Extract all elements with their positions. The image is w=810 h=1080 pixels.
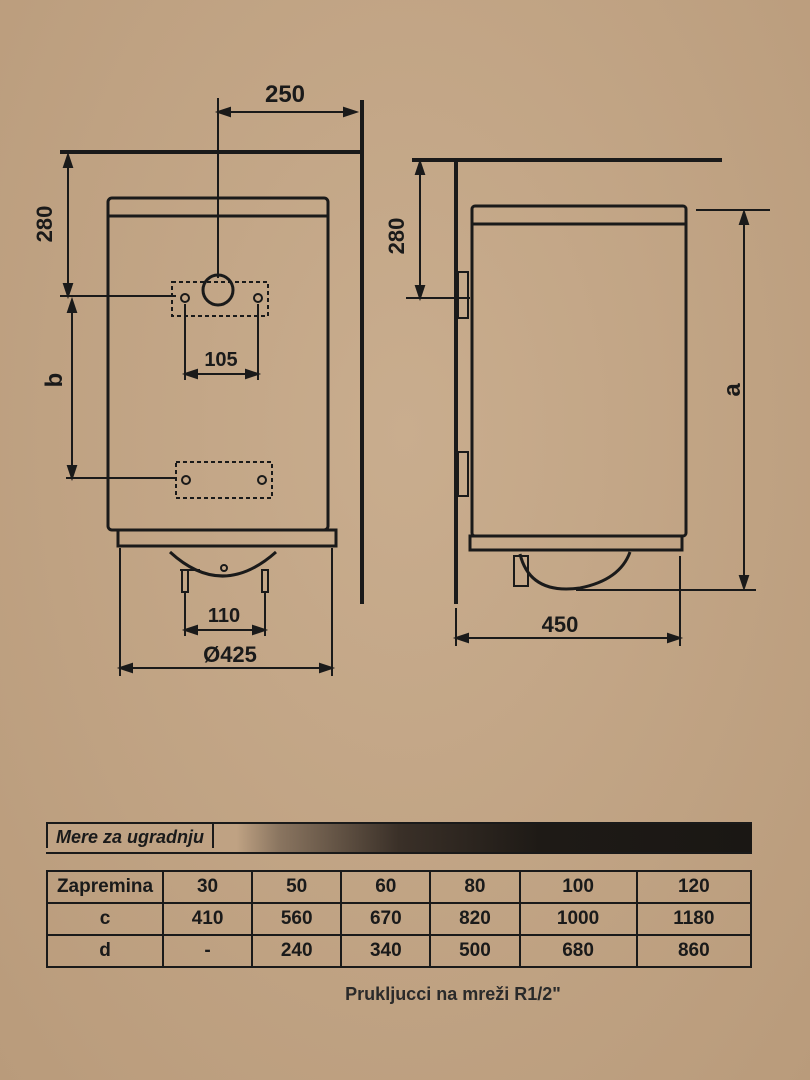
footnote-label: Prukljucci na mreži [345, 984, 510, 1004]
side-pipe [513, 555, 529, 587]
table-header-cell: 50 [251, 870, 343, 904]
table-row: d - 240 340 500 680 860 [46, 934, 753, 968]
table-cell: 240 [251, 934, 343, 968]
dim-b-label: b [41, 373, 68, 388]
table-header-cell: 60 [340, 870, 432, 904]
tank-side-body [470, 204, 688, 538]
table-cell: 680 [518, 934, 638, 968]
pipe-right [261, 569, 269, 593]
lower-hole-left [181, 475, 191, 485]
table-header-cell: 80 [429, 870, 521, 904]
table-cell: 340 [340, 934, 432, 968]
table-cell: 560 [251, 902, 343, 936]
table-cell: 670 [340, 902, 432, 936]
table-cell: 860 [635, 934, 753, 968]
table-cell: - [161, 934, 254, 968]
side-view [406, 158, 770, 646]
tank-side-base [468, 534, 684, 552]
lower-hole-right [257, 475, 267, 485]
upper-hole-left [180, 293, 190, 303]
upper-hole-right [253, 293, 263, 303]
table-cell: 410 [161, 902, 254, 936]
front-view [60, 98, 364, 676]
dim-105-label: 105 [204, 349, 237, 371]
table-cell: 1180 [635, 902, 753, 936]
footnote-value: R1/2" [514, 984, 561, 1004]
table-header-cell: 30 [161, 870, 254, 904]
table-header-cell: 100 [518, 870, 638, 904]
lower-bracket [175, 461, 273, 499]
dim-250-label: 250 [265, 81, 305, 108]
section-title: Mere za ugradnju [46, 824, 215, 848]
table-cell: 820 [429, 902, 521, 936]
bottom-cover [168, 550, 277, 578]
dim-280-front-label: 280 [32, 206, 57, 243]
table-cell: c [46, 902, 164, 936]
tank-front-base [116, 528, 338, 548]
dimensions-table: Zapremina 30 50 60 80 100 120 c 410 560 … [46, 870, 753, 968]
dim-diameter-label: Ø425 [203, 642, 257, 667]
table-header-cell: Zapremina [46, 870, 164, 904]
table-header-row: Zapremina 30 50 60 80 100 120 [46, 870, 753, 904]
dim-a-label: a [719, 383, 746, 397]
section-banner: Mere za ugradnju [46, 822, 752, 854]
dim-110-label: 110 [208, 605, 240, 627]
side-lower-bracket [457, 451, 469, 497]
side-bottom-cover [518, 551, 632, 591]
table-cell: 500 [429, 934, 521, 968]
table-cell: d [46, 934, 164, 968]
table-cell: 1000 [518, 902, 638, 936]
connection-footnote: Prukljucci na mreži R1/2" [0, 984, 810, 1005]
pipe-left [181, 569, 189, 593]
thermostat-knob [201, 273, 235, 307]
dim-280-side-label: 280 [384, 218, 409, 255]
table-row: c 410 560 670 820 1000 1180 [46, 902, 753, 936]
upper-bracket [171, 281, 269, 317]
dim-450-label: 450 [542, 612, 579, 637]
side-upper-bracket [457, 271, 469, 319]
table-header-cell: 120 [635, 870, 753, 904]
